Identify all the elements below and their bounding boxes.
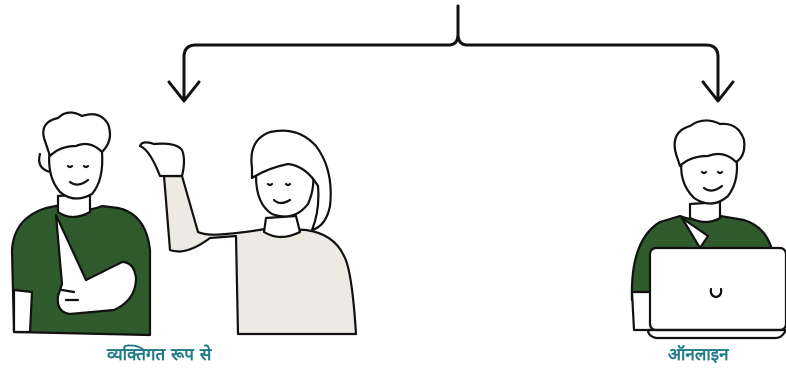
arm-sling-icon [54, 213, 138, 316]
man-with-laptop [630, 119, 786, 340]
caption-online: ऑनलाइन [668, 345, 729, 365]
cream-shirt [162, 174, 358, 336]
waving-woman [138, 129, 358, 336]
caption-in-person: व्यक्तिगत रूप से [107, 345, 212, 365]
branching-arrow-icon [167, 4, 735, 103]
laptop-icon [648, 246, 786, 332]
man-with-sling [10, 111, 152, 337]
